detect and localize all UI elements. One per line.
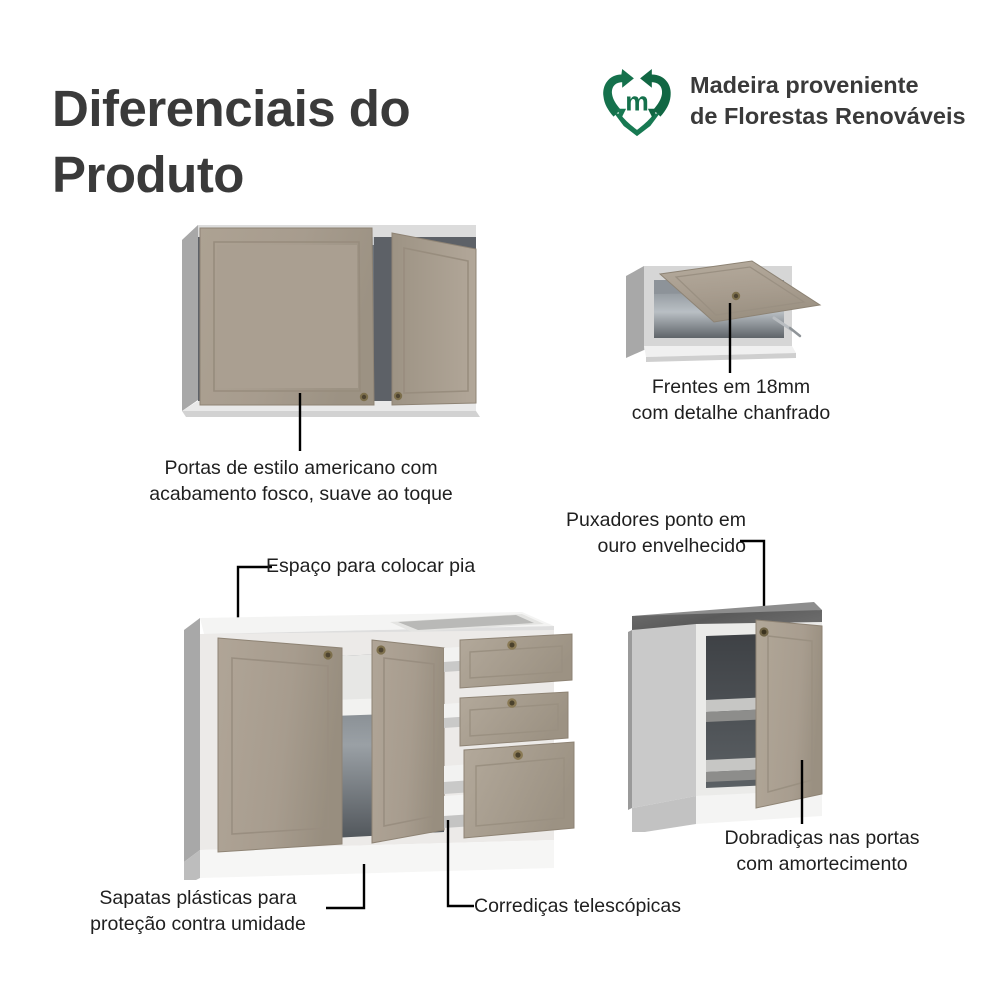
caption-portas-estilo-americano: Portas de estilo americano com acabament… <box>149 457 453 505</box>
caption-frentes-18mm: Frentes em 18mm com detalhe chanfrado <box>631 376 831 424</box>
illustration-wall-cabinet-flip-up-door <box>624 258 834 368</box>
caption-espaco-pia: Espaço para colocar pia <box>266 555 476 577</box>
eco-badge-label: Madeira proveniente de Florestas Renováv… <box>690 72 966 129</box>
illustration-wall-cabinet-two-doors <box>176 215 506 435</box>
page-title: Diferenciais do Produto <box>52 80 411 204</box>
illustration-base-cabinet-one-door <box>626 592 926 832</box>
eco-certification-badge: m Madeira proveniente de Florestas Renov… <box>598 62 966 140</box>
logo-letter: m <box>625 86 649 116</box>
caption-sapatas-plasticas: Sapatas plásticas para proteção contra u… <box>90 887 306 935</box>
recycle-heart-logo-icon: m <box>598 62 676 140</box>
caption-puxadores-ouro: Puxadores ponto em ouro envelhecido <box>566 509 746 557</box>
illustration-base-cabinet-sink-space <box>182 600 582 880</box>
caption-corredicas-telescopicas: Corrediças telescópicas <box>474 895 682 917</box>
caption-dobradicas-amortecimento: Dobradiças nas portas com amortecimento <box>724 827 920 875</box>
